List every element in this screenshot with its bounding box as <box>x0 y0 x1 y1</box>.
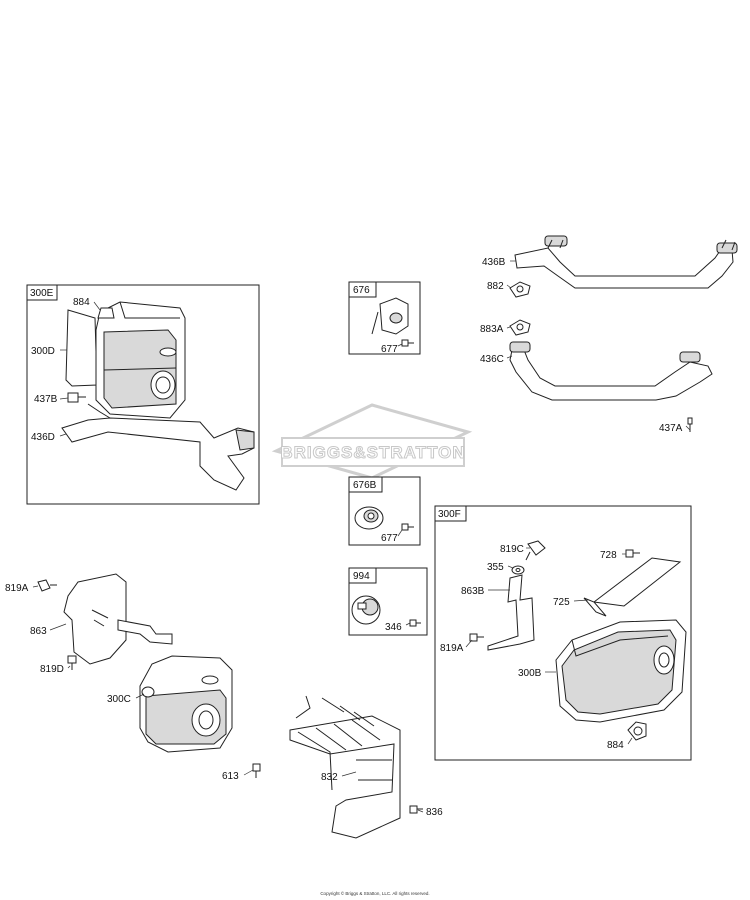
copyright-notice: Copyright © Briggs & Stratton, LLC. All … <box>320 891 430 896</box>
label-728: 728 <box>600 550 617 561</box>
screw-437a <box>687 417 693 432</box>
label-677-b: 677 <box>381 533 398 544</box>
brand-watermark: BRIGGS&STRATTON <box>271 403 473 480</box>
bracket-863b <box>487 574 535 651</box>
label-884-top: 884 <box>73 297 90 308</box>
label-346: 346 <box>385 622 402 633</box>
leader-lines <box>32 260 691 813</box>
heat-shield-863 <box>63 573 173 665</box>
label-884-bottom: 884 <box>607 740 624 751</box>
kit-label-300f: 300F <box>438 509 461 520</box>
spark-arrestor-994 <box>351 595 381 625</box>
part-labels: 436B 882 883A 436C 437A 884 300D 437B 43… <box>5 257 683 818</box>
label-836: 836 <box>426 807 443 818</box>
screw-819d <box>67 655 77 670</box>
label-832: 832 <box>321 772 338 783</box>
exhaust-pipe-436c <box>509 341 713 401</box>
washer-355 <box>511 565 525 575</box>
label-863b: 863B <box>461 586 485 597</box>
label-436c: 436C <box>480 354 504 365</box>
label-436d: 436D <box>31 432 55 443</box>
label-437b: 437B <box>34 394 58 405</box>
screw-819c <box>525 540 546 561</box>
label-300b: 300B <box>518 668 542 679</box>
kit-label-300e: 300E <box>30 288 54 299</box>
gasket-883a <box>509 319 531 336</box>
label-436b: 436B <box>482 257 506 268</box>
label-300d: 300D <box>31 346 55 357</box>
muffler-300b <box>555 619 687 723</box>
screw-819a-right <box>469 633 484 642</box>
label-883a: 883A <box>480 324 504 335</box>
muffler-300e <box>65 301 186 419</box>
label-882: 882 <box>487 281 504 292</box>
exhaust-pipe-436d <box>61 403 255 491</box>
label-677-a: 677 <box>381 344 398 355</box>
label-819d: 819D <box>40 664 64 675</box>
label-725: 725 <box>553 597 570 608</box>
screw-437b <box>67 392 86 403</box>
kit-box-676b <box>348 476 421 546</box>
watermark-text: BRIGGS&STRATTON <box>280 443 465 462</box>
label-819a-left: 819A <box>5 583 29 594</box>
gasket-882 <box>509 281 531 298</box>
kit-label-676b: 676B <box>353 480 377 491</box>
screw-613 <box>252 763 261 778</box>
kit-label-994: 994 <box>353 571 370 582</box>
kit-box-300e <box>26 284 260 505</box>
kit-box-676 <box>348 281 421 355</box>
screw-677-b <box>401 523 414 531</box>
muffler-300c <box>139 655 233 753</box>
bracket-725 <box>583 557 682 617</box>
label-355: 355 <box>487 562 504 573</box>
screw-728 <box>625 549 640 558</box>
clamp-884-bottom <box>627 721 647 741</box>
muffler-guard-832 <box>289 695 401 839</box>
screw-677-a <box>401 339 414 347</box>
label-613: 613 <box>222 771 239 782</box>
label-819c: 819C <box>500 544 524 555</box>
screw-346 <box>409 619 421 627</box>
kit-box-300f <box>434 505 692 761</box>
label-300c: 300C <box>107 694 131 705</box>
kit-box-994 <box>348 567 428 636</box>
label-437a: 437A <box>659 423 683 434</box>
kit-label-676: 676 <box>353 285 370 296</box>
clamp-884-top <box>97 307 115 319</box>
exhaust-pipe-436b <box>514 235 738 289</box>
label-863: 863 <box>30 626 47 637</box>
spark-arrestor-676b <box>354 506 384 530</box>
spark-arrestor-676 <box>371 297 409 335</box>
screw-819a-left <box>37 579 57 592</box>
label-819a-right: 819A <box>440 643 464 654</box>
screw-836 <box>409 805 423 814</box>
